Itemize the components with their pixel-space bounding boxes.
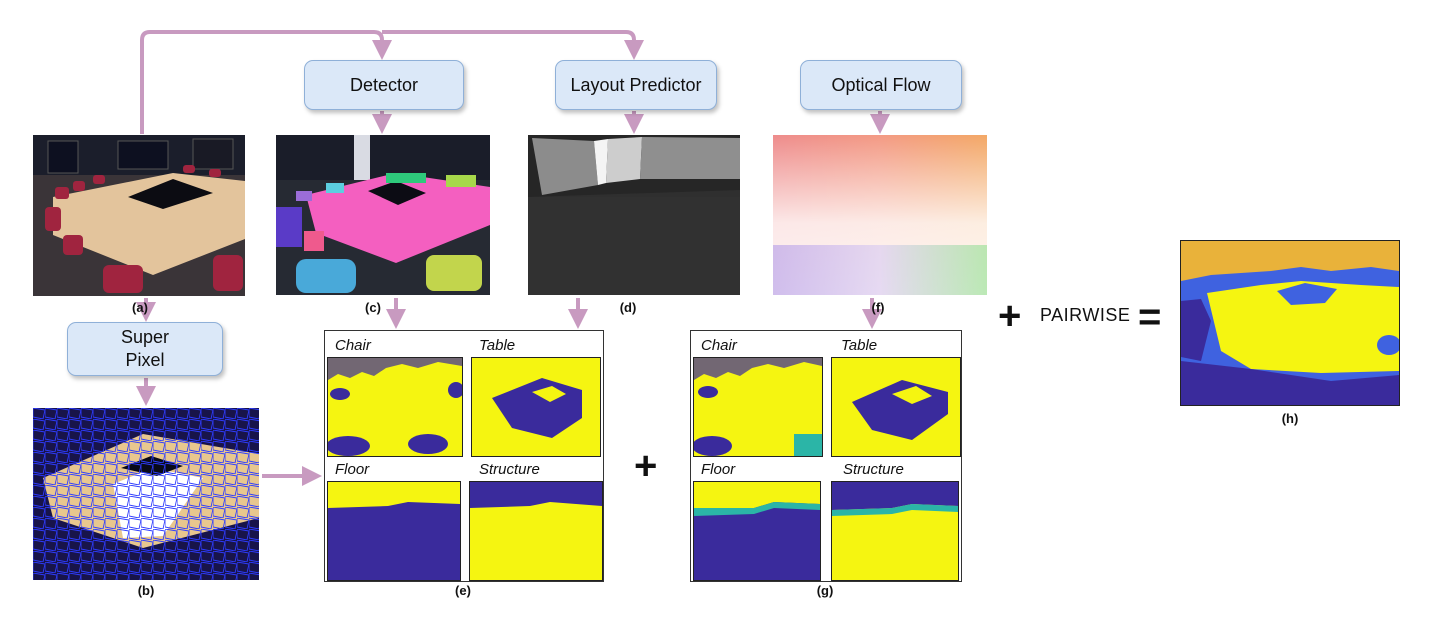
input-image-a	[33, 135, 245, 296]
layout-predictor-box: Layout Predictor	[555, 60, 717, 110]
optical-flow-box: Optical Flow	[800, 60, 962, 110]
caption-c: (c)	[365, 300, 381, 315]
caption-e: (e)	[455, 583, 471, 598]
unary-maps-e: Chair Table Floor Structure	[324, 330, 604, 582]
g-floor-label: Floor	[701, 461, 736, 478]
g-table-label: Table	[841, 337, 878, 354]
e-table-map	[471, 357, 601, 457]
caption-d: (d)	[619, 300, 637, 315]
g-structure-label: Structure	[843, 461, 904, 478]
pairwise-label: PAIRWISE	[1040, 305, 1131, 325]
optical-flow-output-f	[773, 135, 987, 295]
caption-a: (a)	[132, 300, 148, 315]
detector-box: Detector	[304, 60, 464, 110]
g-structure-map	[831, 481, 959, 581]
optical-flow-label: Optical Flow	[831, 74, 931, 95]
layout-output-d	[528, 135, 740, 295]
layout-predictor-label: Layout Predictor	[570, 74, 702, 95]
e-floor-map	[327, 481, 461, 581]
superpixel-output-b	[33, 408, 259, 580]
e-chair-map	[327, 357, 463, 457]
equals-operator: =	[1138, 295, 1162, 339]
super-pixel-box: Super Pixel	[67, 322, 223, 376]
caption-g: (g)	[816, 583, 834, 598]
detector-label: Detector	[349, 74, 419, 95]
g-chair-label: Chair	[701, 337, 737, 354]
e-structure-label: Structure	[479, 461, 540, 478]
e-table-label: Table	[479, 337, 516, 354]
caption-f: (f)	[871, 300, 885, 315]
plus-operator-1: +	[634, 444, 658, 488]
arrow-a-to-layout	[382, 30, 644, 60]
refined-maps-g: Chair Table Floor Structure	[690, 330, 962, 582]
plus-operator-2: +	[998, 294, 1022, 338]
e-floor-label: Floor	[335, 461, 370, 478]
e-chair-label: Chair	[335, 337, 371, 354]
g-table-map	[831, 357, 961, 457]
g-floor-map	[693, 481, 821, 581]
e-structure-map	[469, 481, 603, 581]
final-segmentation-h	[1180, 240, 1400, 406]
detector-output-c	[276, 135, 490, 295]
super-pixel-label: Super Pixel	[120, 327, 170, 370]
caption-h: (h)	[1281, 411, 1299, 426]
g-chair-map	[693, 357, 823, 457]
caption-b: (b)	[137, 583, 155, 598]
